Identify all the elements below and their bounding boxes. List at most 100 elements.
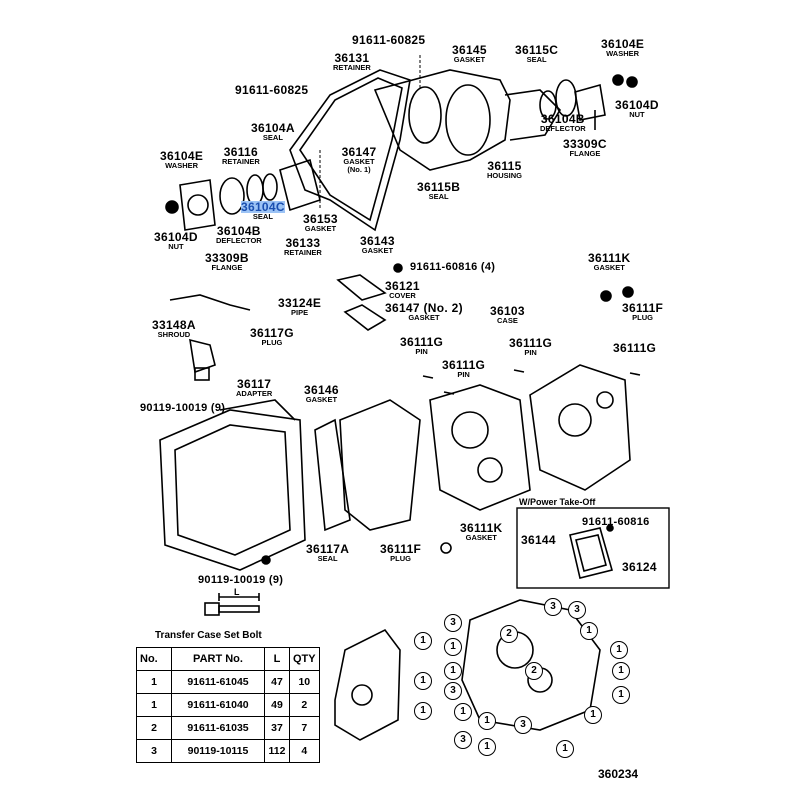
part-number: 36145 (452, 43, 487, 57)
case-gasket (314, 418, 351, 532)
part-desc: DEFLECTOR (540, 124, 586, 133)
part-number: 36111F (380, 542, 422, 556)
part-number: 36111G (400, 335, 444, 349)
bolt-callout: 1 (580, 622, 598, 640)
part-number: 36104A (251, 121, 295, 135)
table-header-row: No. PART No. L QTY (136, 647, 320, 671)
transfer-adapter (159, 399, 306, 571)
part-number: 36115B (417, 180, 461, 194)
part-label: 91611-60816 (582, 517, 650, 528)
part-desc: GASKET (465, 533, 497, 542)
bolt-callout: 1 (454, 703, 472, 721)
part-desc: SEAL (252, 212, 273, 221)
bolt-callout: 1 (612, 662, 630, 680)
part-number: 36144 (521, 533, 556, 547)
part-number: 36104D (154, 230, 198, 244)
retainer-gasket-no1 (289, 69, 411, 232)
part-number: 36124 (622, 560, 657, 574)
part-number: 36131 (334, 51, 370, 65)
part-number: 36117 (237, 377, 272, 391)
cell: 91611-61040 (171, 693, 265, 717)
part-desc: SEAL (428, 192, 449, 201)
part-number: 36116 (223, 145, 258, 159)
part-number: 36121 (385, 279, 420, 293)
bolt-callout: 1 (414, 672, 432, 690)
pto-box (516, 507, 670, 589)
part-desc: PIN (415, 347, 428, 356)
part-desc: GASKET (305, 395, 338, 404)
part-desc: COVER (389, 291, 416, 300)
bolt-callout: 3 (544, 598, 562, 616)
transfer-case (339, 286, 641, 554)
part-label: 91611-60825 (235, 84, 308, 96)
part-desc: NUT (629, 110, 645, 119)
part-number: 91611-60825 (352, 33, 426, 47)
cell: 3 (136, 739, 172, 763)
bolt-table-title: Transfer Case Set Bolt (155, 630, 262, 641)
part-desc: HOUSING (487, 171, 523, 180)
part-desc: DEFLECTOR (216, 236, 262, 245)
part-label: 90119-10019 (9) (140, 403, 225, 414)
part-number: 90119-10019 (9) (140, 402, 226, 414)
part-number: 36153 (303, 212, 338, 226)
part-desc: RETAINER (284, 248, 322, 257)
part-desc: SEAL (262, 133, 283, 142)
part-desc: WASHER (165, 161, 199, 170)
cell: 47 (264, 670, 290, 694)
part-number: 36104D (615, 98, 659, 112)
bolt-callout: 2 (500, 625, 518, 643)
part-label: 36111G (613, 342, 656, 354)
part-number: 36117A (306, 542, 350, 556)
cell: 2 (136, 716, 172, 740)
part-desc: FLANGE (569, 149, 601, 158)
part-desc: RETAINER (222, 157, 260, 166)
cell: 90119-10115 (171, 739, 265, 763)
bolt-callout: 1 (414, 632, 432, 650)
part-number: 33124E (278, 296, 322, 310)
part-number[interactable]: 36104C (241, 200, 285, 214)
cell: 37 (264, 716, 290, 740)
part-label: 90119-10019 (9) (198, 575, 283, 586)
part-number: 36104B (540, 112, 585, 126)
part-desc: GASKET (361, 246, 394, 255)
part-number: 36117G (250, 326, 294, 340)
cell: 49 (264, 693, 290, 717)
part-number: 91611-60825 (235, 83, 309, 97)
part-number: 36104B (216, 224, 261, 238)
bolt-callout: 1 (444, 662, 462, 680)
part-label: 36147 (No. 2)GASKET (385, 302, 463, 322)
col-l: L (264, 647, 290, 671)
part-desc: PLUG (261, 338, 283, 347)
cell: 1 (136, 693, 172, 717)
cell: 4 (289, 739, 320, 763)
part-desc: CASE (497, 316, 518, 325)
bolt-callout: 3 (454, 731, 472, 749)
part-number: 36111G (613, 341, 657, 355)
part-number: 36147 (No. 2) (385, 301, 463, 315)
cell: 91611-61045 (171, 670, 265, 694)
bolt-callout: 3 (444, 682, 462, 700)
